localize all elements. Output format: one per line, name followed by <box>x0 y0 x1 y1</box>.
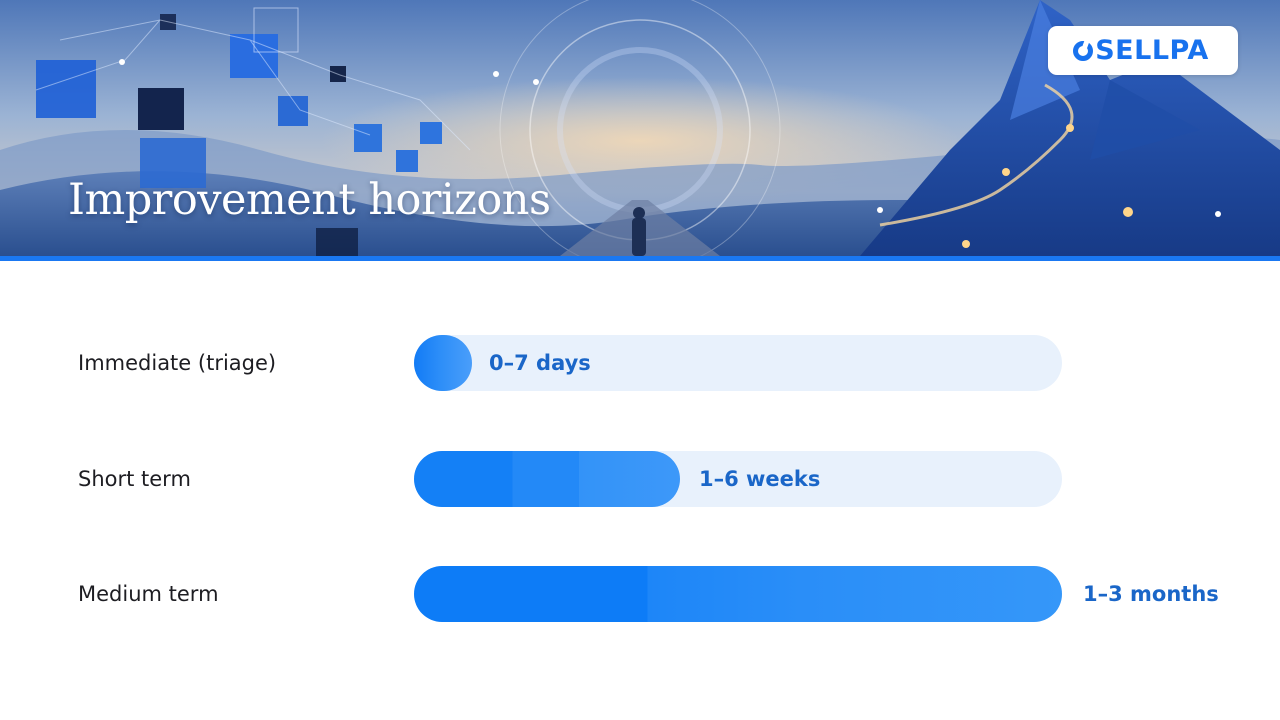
horizon-value: 0–7 days <box>489 351 591 375</box>
horizon-bar-track <box>414 451 1062 507</box>
logo-text: SELLPA <box>1095 35 1209 66</box>
horizon-value: 1–3 months <box>1083 582 1219 606</box>
page-title: Improvement horizons <box>68 175 551 225</box>
horizon-bar-fill <box>414 451 680 507</box>
brand-logo: SELLPA <box>1048 26 1238 75</box>
horizon-label: Medium term <box>78 582 219 606</box>
horizon-bar-track <box>414 566 1062 622</box>
horizon-bar-fill <box>414 335 472 391</box>
horizon-row-short-term: Short term 1–6 weeks <box>0 451 1280 507</box>
horizon-bar-track <box>414 335 1062 391</box>
horizon-bar-fill <box>414 566 1062 622</box>
logo-ring-icon <box>1073 40 1094 61</box>
horizon-row-medium-term: Medium term 1–3 months <box>0 566 1280 622</box>
horizon-value: 1–6 weeks <box>699 467 821 491</box>
horizon-row-immediate: Immediate (triage) 0–7 days <box>0 335 1280 391</box>
header-banner: Improvement horizons SELLPA <box>0 0 1280 256</box>
header-divider <box>0 256 1280 261</box>
horizon-label: Immediate (triage) <box>78 351 277 375</box>
horizon-label: Short term <box>78 467 191 491</box>
